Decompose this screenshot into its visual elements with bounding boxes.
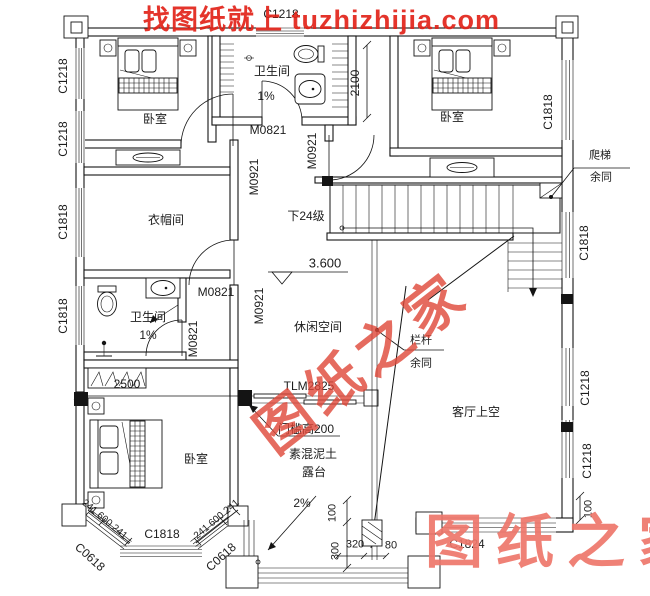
stair-direction-arrow bbox=[339, 225, 537, 297]
terrace-left-railing bbox=[243, 520, 255, 556]
hall-console bbox=[115, 149, 181, 166]
columns bbox=[61, 15, 579, 589]
floor-drain-icon bbox=[244, 55, 254, 61]
door-bathroom-top bbox=[261, 80, 303, 122]
nightstand bbox=[493, 39, 511, 57]
toilet-icon bbox=[97, 285, 117, 317]
column-left-wall-bottom bbox=[74, 392, 88, 406]
window-c1818-right-2 bbox=[561, 212, 574, 278]
terrace-door-pier bbox=[361, 519, 383, 547]
dim-terrace-line bbox=[342, 495, 352, 573]
window-c1218-left-1 bbox=[75, 48, 85, 99]
door-bathroom-left bbox=[145, 319, 183, 357]
window-c1218-right-2 bbox=[561, 420, 574, 478]
window-c1818-left-2 bbox=[75, 286, 85, 345]
window-c1824-bottom bbox=[432, 517, 556, 533]
column-terrace-left bbox=[225, 555, 259, 589]
column-right-wall-2 bbox=[561, 422, 573, 432]
window-c1218-right-1 bbox=[561, 348, 574, 406]
toilet-icon bbox=[293, 45, 325, 63]
slope-2pct-arrow bbox=[255, 495, 317, 565]
dim-bay-left-line bbox=[85, 507, 133, 546]
window-c1818-right-1 bbox=[561, 60, 574, 140]
shelf-hatch-left bbox=[220, 43, 234, 93]
nightstand bbox=[99, 39, 117, 57]
dim-2500-line bbox=[73, 391, 253, 401]
window-c1818-left-1 bbox=[75, 188, 85, 257]
column-terrace-right bbox=[407, 555, 441, 589]
interior-walls bbox=[83, 35, 563, 509]
terrace-bottom-railing bbox=[258, 567, 408, 584]
dim-bay-right-line bbox=[193, 507, 241, 546]
wardrobe-rail bbox=[87, 367, 147, 389]
watermark-bottom: 图纸之家 bbox=[425, 510, 650, 575]
shower-icon bbox=[96, 340, 112, 357]
door-cloakroom bbox=[188, 239, 235, 286]
elevation-marker bbox=[268, 271, 348, 285]
nightstand bbox=[179, 39, 197, 57]
nightstand bbox=[87, 491, 105, 509]
watermark-top: 找图纸就上 tuzhizhijia.com bbox=[143, 5, 501, 35]
sink-icon bbox=[145, 277, 181, 299]
stair-console bbox=[429, 157, 495, 178]
door-swings bbox=[145, 80, 375, 357]
dim-2100-line bbox=[362, 40, 372, 123]
column-top-right bbox=[555, 15, 579, 39]
window-c0618-bay-left bbox=[83, 510, 132, 550]
column-bay-left bbox=[61, 503, 87, 527]
door-hall bbox=[328, 134, 375, 181]
railings bbox=[243, 240, 408, 584]
window-c0618-bay-right bbox=[190, 510, 239, 550]
column-bay-right bbox=[227, 505, 249, 527]
bathroom-top-fixtures bbox=[220, 43, 348, 108]
ladder-notch bbox=[539, 182, 563, 199]
bed-bottom-left bbox=[87, 397, 163, 509]
ladder-leader bbox=[549, 167, 630, 199]
window-symbols bbox=[75, 27, 574, 557]
dim-100-right-line bbox=[575, 491, 585, 525]
nightstand bbox=[87, 397, 105, 415]
column-stair-corner bbox=[322, 176, 333, 186]
bed-top-left bbox=[99, 37, 197, 111]
sink-icon bbox=[294, 73, 326, 105]
bathroom-left-fixtures bbox=[96, 277, 181, 357]
column-right-wall-1 bbox=[561, 294, 573, 304]
threshold-leader bbox=[248, 404, 340, 437]
bed-top-right bbox=[413, 37, 511, 111]
window-c1218-top bbox=[256, 27, 304, 37]
window-c1218-left-2 bbox=[75, 111, 85, 163]
column-tlm-right bbox=[363, 389, 379, 407]
bath-arrow-head bbox=[150, 315, 158, 323]
stair-break-line bbox=[427, 235, 515, 301]
railing-leader bbox=[375, 328, 444, 351]
nightstand bbox=[413, 39, 431, 57]
column-tlm-left bbox=[238, 390, 252, 406]
railing-center-vertical bbox=[371, 240, 378, 560]
window-c1818-bay bbox=[120, 545, 202, 557]
column-void-corner bbox=[415, 511, 443, 535]
console-cabinets bbox=[87, 149, 495, 389]
shelf-hatch-right bbox=[332, 43, 348, 108]
dim-320-80-line bbox=[334, 552, 390, 560]
column-top-left bbox=[63, 15, 89, 39]
door-bedroom-top-left bbox=[180, 93, 234, 147]
tlm2825-sliding-door bbox=[252, 393, 364, 405]
dimension-lines bbox=[73, 40, 630, 573]
